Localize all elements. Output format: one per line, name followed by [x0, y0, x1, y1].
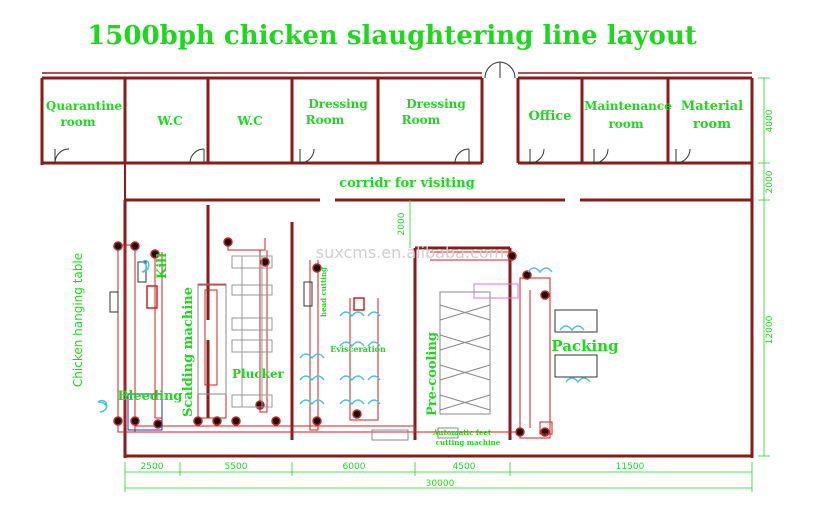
precooling-machine: [439, 283, 519, 415]
diagram-title: 1500bph chicken slaughtering line layout: [87, 21, 697, 51]
room-labels: Quarantine room W.C W.C Dressing Room Dr…: [46, 97, 743, 132]
head-cutting-machine: [303, 281, 313, 307]
corridor-label: corridr for visiting: [339, 176, 475, 191]
room-quarantine-2: room: [60, 115, 95, 129]
dim-bottom-4: 4500: [453, 462, 476, 472]
watermark: suxcms.en.alibaba.com: [316, 243, 504, 262]
dim-right-2: 2000: [765, 170, 775, 193]
area-labels: Chicken hanging table Kill Bleeding Scal…: [71, 253, 619, 447]
label-bleeding: Bleeding: [117, 389, 182, 404]
room-dressing-1a: Dressing: [308, 97, 368, 111]
kill-machine: [141, 259, 158, 309]
label-feet-cutting-2: cutting machine: [436, 438, 501, 447]
label-feet-cutting-1: Automatic feet: [432, 428, 492, 437]
dim-bottom-5: 11500: [616, 462, 645, 472]
label-kill: Kill: [155, 253, 170, 279]
label-plucker: Plucker: [232, 367, 285, 381]
plucker-machine: [231, 255, 273, 408]
label-precooling: Pre-cooling: [425, 332, 440, 416]
label-evisceration: Evisceration: [330, 344, 386, 354]
dim-right-1: 4000: [765, 109, 775, 132]
evisceration-machine: [299, 297, 381, 406]
dim-total: 30000: [426, 479, 455, 489]
dim-bottom-1: 2500: [141, 462, 164, 472]
door-arcs: [54, 61, 691, 164]
room-dressing-2a: Dressing: [406, 97, 466, 111]
room-wc-2: W.C: [236, 114, 262, 128]
dim-bottom-2: 5500: [225, 462, 248, 472]
conveyor-line: [117, 238, 551, 439]
room-office: Office: [528, 109, 571, 124]
dim-bottom-3: 6000: [343, 462, 366, 472]
dimension-lines: [124, 77, 770, 492]
packing-machine: [527, 267, 598, 435]
feet-cutting-machine: [371, 427, 459, 441]
label-hanging-table: Chicken hanging table: [71, 253, 85, 387]
building-walls: [40, 72, 754, 458]
hanging-table-machine: [109, 261, 147, 313]
room-wc-1: W.C: [156, 114, 182, 128]
room-quarantine-1: Quarantine: [46, 99, 123, 113]
bleeding-machine: [97, 393, 163, 431]
dimension-labels: 2500 5500 6000 4500 11500 30000 4000 200…: [141, 109, 775, 489]
room-material-1: Material: [681, 99, 743, 114]
label-scalding: Scalding machine: [181, 287, 196, 417]
dim-inner: 2000: [397, 212, 407, 235]
label-packing: Packing: [551, 337, 619, 355]
label-head-cutting: head cutting: [319, 267, 328, 317]
room-material-2: room: [693, 117, 731, 132]
scalding-machine: [197, 283, 227, 395]
room-maintenance-2: room: [608, 117, 643, 131]
dim-right-3: 12000: [765, 315, 775, 344]
room-maintenance-1: Maintenance: [584, 99, 672, 113]
room-dressing-2b: Room: [402, 113, 441, 127]
room-dressing-1b: Room: [306, 113, 345, 127]
